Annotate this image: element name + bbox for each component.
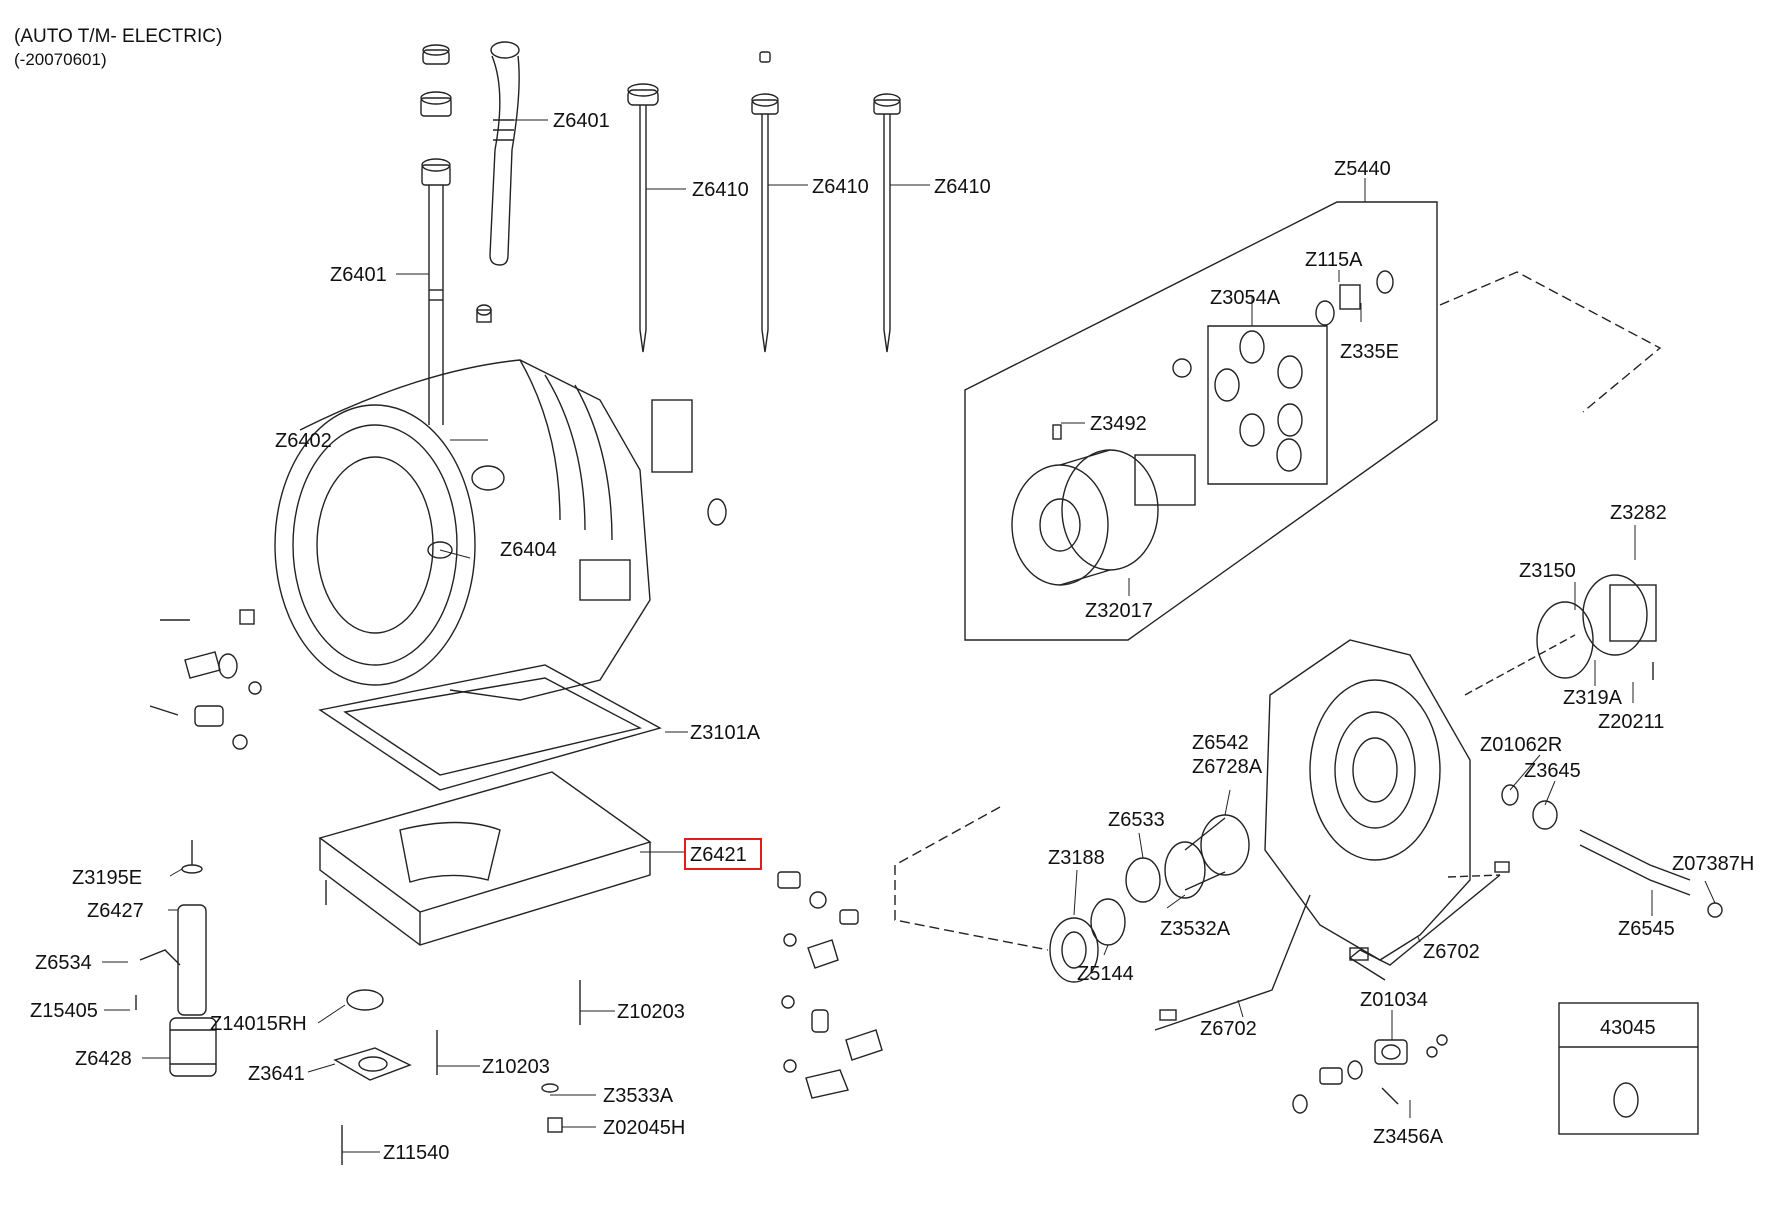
speed-sensor-harness [1154, 861, 1510, 1031]
oil-pan [318, 771, 652, 946]
extension-housing [1264, 574, 1723, 961]
callout-z319a[interactable]: Z319A [1563, 687, 1623, 709]
left-small-parts [135, 609, 581, 1165]
callout-z15405[interactable]: Z15405 [30, 1000, 98, 1022]
callout-z6702-lower[interactable]: Z6702 [1200, 1018, 1257, 1040]
callout-z02045h[interactable]: Z02045H [603, 1117, 685, 1139]
callout-z01034[interactable]: Z01034 [1360, 989, 1428, 1011]
callout-z6702-right[interactable]: Z6702 [1423, 941, 1480, 963]
callout-z3641[interactable]: Z3641 [248, 1063, 305, 1085]
filler-cap-top [420, 44, 452, 117]
filler-tube-long [421, 158, 451, 425]
callout-z10203-lower[interactable]: Z10203 [482, 1056, 550, 1078]
planetary-carrier [1011, 358, 1196, 586]
callout-z6534[interactable]: Z6534 [35, 952, 92, 974]
callout-z6421[interactable]: Z6421 [690, 844, 747, 866]
diagram-date-range: (-20070601) [14, 50, 107, 69]
dipstick-2 [751, 51, 779, 353]
callout-z115a[interactable]: Z115A [1305, 249, 1363, 271]
callout-z6410-3[interactable]: Z6410 [934, 176, 991, 198]
callout-z6542[interactable]: Z6542 [1192, 732, 1249, 754]
callout-z3533a[interactable]: Z3533A [603, 1085, 674, 1107]
callout-z6427[interactable]: Z6427 [87, 900, 144, 922]
callout-z3456a[interactable]: Z3456A [1373, 1126, 1444, 1148]
diagram-title: (AUTO T/M- ELECTRIC) [14, 26, 223, 47]
callout-z3054a[interactable]: Z3054A [1210, 287, 1281, 309]
callout-z10203-upper[interactable]: Z10203 [617, 1001, 685, 1023]
output-bearings [894, 806, 1250, 983]
callout-z3282[interactable]: Z3282 [1610, 502, 1667, 524]
callout-z6533[interactable]: Z6533 [1108, 809, 1165, 831]
callout-z6402[interactable]: Z6402 [275, 430, 332, 452]
selected-part-highlight [684, 838, 762, 870]
callout-z3150[interactable]: Z3150 [1519, 560, 1576, 582]
callout-z335e[interactable]: Z335E [1340, 341, 1399, 363]
callout-z3188[interactable]: Z3188 [1048, 847, 1105, 869]
callout-z6401-long[interactable]: Z6401 [330, 264, 387, 286]
callout-z11540[interactable]: Z11540 [383, 1142, 449, 1164]
planetary-kit-frame [964, 201, 1662, 641]
callout-z6401-tube[interactable]: Z6401 [553, 110, 610, 132]
callout-z3195e[interactable]: Z3195E [72, 867, 142, 889]
oil-pan-gasket [318, 664, 662, 791]
callout-z5440[interactable]: Z5440 [1334, 158, 1391, 180]
kit-43045-label[interactable]: 43045 [1600, 1017, 1656, 1039]
callout-z6545[interactable]: Z6545 [1618, 918, 1675, 940]
callout-z3101a[interactable]: Z3101A [690, 722, 761, 744]
callout-z32017[interactable]: Z32017 [1085, 600, 1153, 622]
callout-z20211[interactable]: Z20211 [1598, 711, 1664, 733]
callout-z6404[interactable]: Z6404 [500, 539, 557, 561]
pan-side-parts [777, 871, 883, 1099]
callout-z6410-1[interactable]: Z6410 [692, 179, 749, 201]
planet-gears [1214, 270, 1394, 472]
callout-z07387h[interactable]: Z07387H [1672, 853, 1754, 875]
callout-z3492[interactable]: Z3492 [1090, 413, 1147, 435]
callout-z5144[interactable]: Z5144 [1077, 963, 1134, 985]
callout-z6728a[interactable]: Z6728A [1192, 756, 1263, 778]
dipstick-1 [627, 83, 659, 353]
kit-43045-box [1558, 1002, 1699, 1135]
filler-tube-bent [489, 41, 520, 266]
callout-z14015rh[interactable]: Z14015RH [210, 1013, 307, 1035]
transmission-case [274, 304, 727, 701]
callout-z01062r[interactable]: Z01062R [1480, 734, 1562, 756]
dipstick-3 [873, 93, 901, 353]
leader-lines [102, 119, 1716, 1153]
callout-z6428[interactable]: Z6428 [75, 1048, 132, 1070]
callout-z3532a[interactable]: Z3532A [1160, 918, 1231, 940]
sensor-z01034 [1292, 1034, 1448, 1114]
callout-z3645[interactable]: Z3645 [1524, 760, 1581, 782]
callout-z6410-2[interactable]: Z6410 [812, 176, 869, 198]
